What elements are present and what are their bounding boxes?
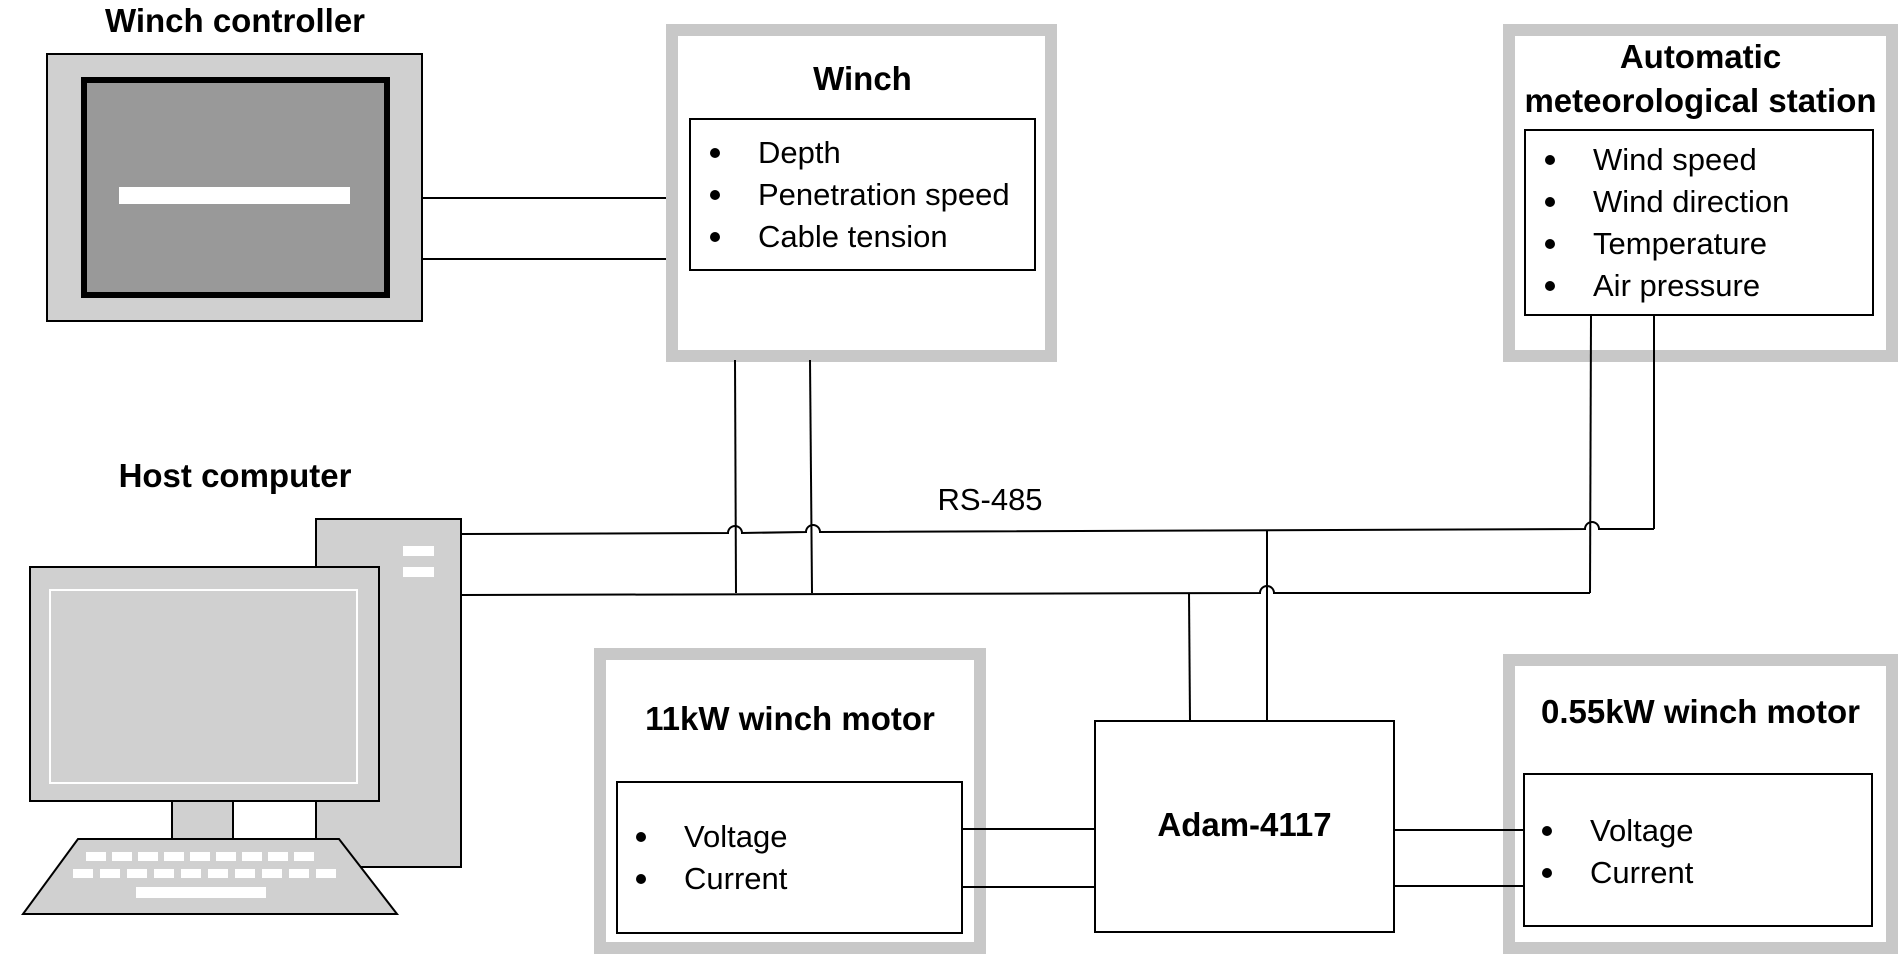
winch-box (666, 24, 1057, 362)
monitor-screen (49, 589, 358, 784)
motor-11kw-items: Voltage Current (624, 816, 787, 900)
motor-11kw-title: 11kW winch motor (645, 700, 935, 737)
drive-slot (403, 546, 434, 556)
drive-slot (403, 567, 434, 577)
motor-055kw-items: Voltage Current (1530, 810, 1693, 894)
list-item: Current (1530, 852, 1693, 894)
list-item: Voltage (624, 816, 787, 858)
list-item: Wind direction (1533, 181, 1789, 223)
list-item: Depth (698, 132, 1010, 174)
adam-box (1094, 720, 1395, 933)
winch-items: Depth Penetration speed Cable tension (698, 132, 1010, 258)
motor-11kw-box (594, 648, 986, 954)
adam-title: Adam-4117 (1157, 806, 1332, 843)
list-item: Temperature (1533, 223, 1789, 265)
connection-lines (422, 197, 1655, 888)
list-item: Voltage (1530, 810, 1693, 852)
met-station-items: Wind speed Wind direction Temperature Ai… (1533, 139, 1789, 307)
met-station-box (1503, 24, 1898, 362)
winch-controller-device (46, 53, 423, 322)
host-computer-title: Host computer (118, 457, 352, 494)
controller-display-bar (119, 187, 350, 204)
winch-controller-title: Winch controller (104, 2, 366, 39)
list-item: Air pressure (1533, 265, 1789, 307)
met-station-title-line2: meteorological station (1524, 82, 1877, 119)
list-item: Wind speed (1533, 139, 1789, 181)
rs485-label: RS-485 (937, 482, 1043, 517)
keyboard-keys (73, 852, 336, 898)
met-station-title-line1: Automatic (1619, 38, 1782, 75)
list-item: Cable tension (698, 216, 1010, 258)
monitor-stand (171, 800, 234, 840)
list-item: Penetration speed (698, 174, 1010, 216)
winch-title: Winch (813, 60, 912, 97)
host-computer-device (21, 518, 462, 915)
list-item: Current (624, 858, 787, 900)
motor-055kw-title: 0.55kW winch motor (1540, 693, 1861, 730)
motor-055kw-box (1503, 654, 1898, 954)
